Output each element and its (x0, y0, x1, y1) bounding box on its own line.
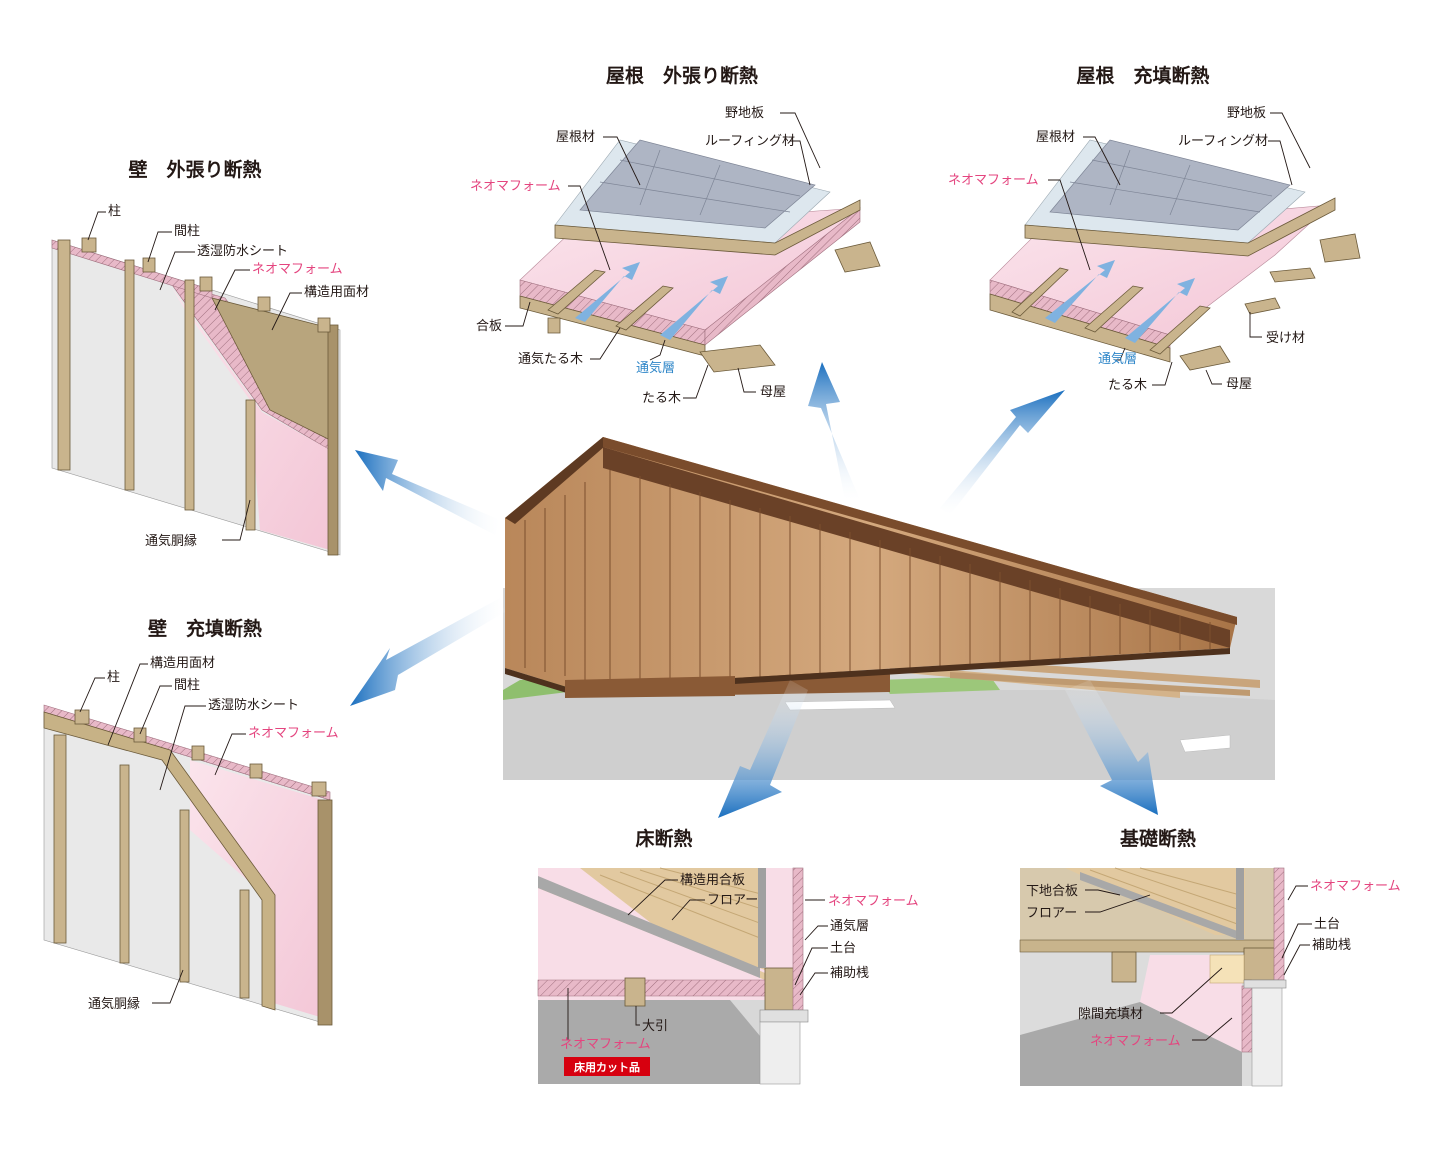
foundation-label-subfloor: 下地合板 (1026, 884, 1078, 899)
floor-label-neoma-right: ネオマフォーム (828, 894, 919, 909)
foundation-title: 基礎断熱 (1119, 827, 1196, 850)
roof-fill-label-support: 受け材 (1266, 331, 1305, 346)
roof-outer-label-roofing-mat: 屋根材 (556, 130, 595, 145)
wall-fill-label-panel: 構造用面材 (150, 656, 215, 671)
roof-outer-label-vent-layer: 通気層 (636, 360, 675, 376)
wall-outer-title: 壁 外張り断熱 (128, 158, 261, 181)
wall-fill-label-sheet: 透湿防水シート (208, 697, 299, 713)
roof-outer-label-vent-rafter: 通気たる木 (518, 351, 583, 367)
wall-fill-label-hashira: 柱 (107, 670, 120, 685)
roof-outer-title: 屋根 外張り断熱 (606, 64, 758, 87)
roof-fill-label-purlin: 母屋 (1226, 377, 1252, 392)
arrow-to-floor-icon (718, 680, 808, 818)
floor-label-flooring: フロアー (707, 893, 758, 908)
roof-fill-label-nojiita: 野地板 (1227, 106, 1266, 121)
wall-outer-label-panel: 構造用面材 (304, 285, 369, 300)
roof-fill-label-roofing-felt: ルーフィング材 (1178, 134, 1268, 149)
floor-cut-badge (564, 1057, 650, 1076)
roof-outer-label-nojiita: 野地板 (725, 106, 764, 121)
floor-insulation-section: 床断熱 構造用合板 フロアー ネオマフォーム 通気層 土台 補助桟 (537, 827, 919, 1085)
central-building-illustration (503, 437, 1275, 780)
floor-title: 床断熱 (635, 827, 692, 850)
direction-arrows (350, 362, 1158, 818)
wall-fill-title: 壁 充填断熱 (148, 617, 262, 640)
roof-outer-label-neoma: ネオマフォーム (470, 179, 561, 194)
wall-outer-label-hashira: 柱 (108, 204, 121, 219)
floor-cut-badge-text: 床用カット品 (574, 1060, 640, 1074)
roof-fill-title: 屋根 充填断熱 (1076, 64, 1209, 87)
foundation-label-sill: 土台 (1314, 917, 1340, 932)
arrow-to-wall-outer-icon (355, 450, 500, 535)
roof-outer-label-plywood: 合板 (476, 319, 502, 334)
arrow-to-foundation-icon (1065, 680, 1158, 815)
roof-fill-label-vent-layer: 通気層 (1098, 351, 1137, 367)
wall-outer-label-sheet: 透湿防水シート (197, 243, 288, 259)
wall-outer-label-furring: 通気胴縁 (145, 533, 197, 549)
wall-fill-label-neoma: ネオマフォーム (248, 726, 339, 741)
roof-fill-label-rafter: たる木 (1108, 378, 1147, 393)
wall-fill-label-mabashira: 間柱 (174, 678, 200, 693)
foundation-label-gap-fill: 隙間充填材 (1078, 1006, 1143, 1022)
arrow-to-wall-fill-icon (350, 598, 505, 706)
roof-outer-insulation-section: 屋根 外張り断熱 野地板 屋根材 ルーフィング材 ネオマフォーム 合板 通 (470, 64, 881, 406)
wall-outer-label-neoma: ネオマフォーム (252, 262, 343, 277)
floor-label-plywood: 構造用合板 (680, 873, 745, 888)
roof-fill-label-neoma: ネオマフォーム (948, 173, 1039, 188)
floor-label-vent-layer: 通気層 (830, 918, 869, 934)
roof-outer-label-roofing-felt: ルーフィング材 (705, 134, 795, 149)
wall-outer-insulation-section: 壁 外張り断熱 柱 間柱 透湿防水シート ネオマフォーム 構造用面材 通気胴縁 (51, 158, 369, 556)
arrow-to-roof-outer-icon (808, 362, 860, 500)
floor-label-neoma-left: ネオマフォーム (560, 1037, 651, 1052)
wall-fill-insulation-section: 壁 充填断熱 柱 構造用面材 間柱 透湿防水シート ネオマフォーム 通気胴縁 (43, 617, 339, 1026)
arrow-to-roof-fill-icon (940, 390, 1065, 515)
wall-outer-label-mabashira: 間柱 (174, 224, 200, 239)
foundation-insulation-section: 基礎断熱 下地合板 フロアー ネオマフォーム 土台 補助桟 隙間充填材 (1019, 827, 1401, 1087)
roof-outer-label-rafter: たる木 (642, 391, 681, 406)
roof-fill-label-roofing-mat: 屋根材 (1036, 130, 1075, 145)
floor-label-aux: 補助桟 (830, 966, 869, 981)
foundation-label-aux: 補助桟 (1312, 938, 1351, 953)
floor-label-sill: 土台 (830, 941, 856, 956)
foundation-label-flooring: フロアー (1026, 906, 1077, 921)
foundation-label-neoma-bottom: ネオマフォーム (1090, 1034, 1181, 1049)
wall-fill-label-furring: 通気胴縁 (88, 996, 140, 1012)
foundation-label-neoma-right: ネオマフォーム (1310, 879, 1401, 894)
floor-label-beam: 大引 (642, 1019, 668, 1034)
roof-fill-insulation-section: 屋根 充填断熱 野地板 屋根材 ルーフィング材 ネオマフォーム 受け材 (948, 64, 1361, 393)
roof-outer-label-purlin: 母屋 (760, 385, 786, 400)
